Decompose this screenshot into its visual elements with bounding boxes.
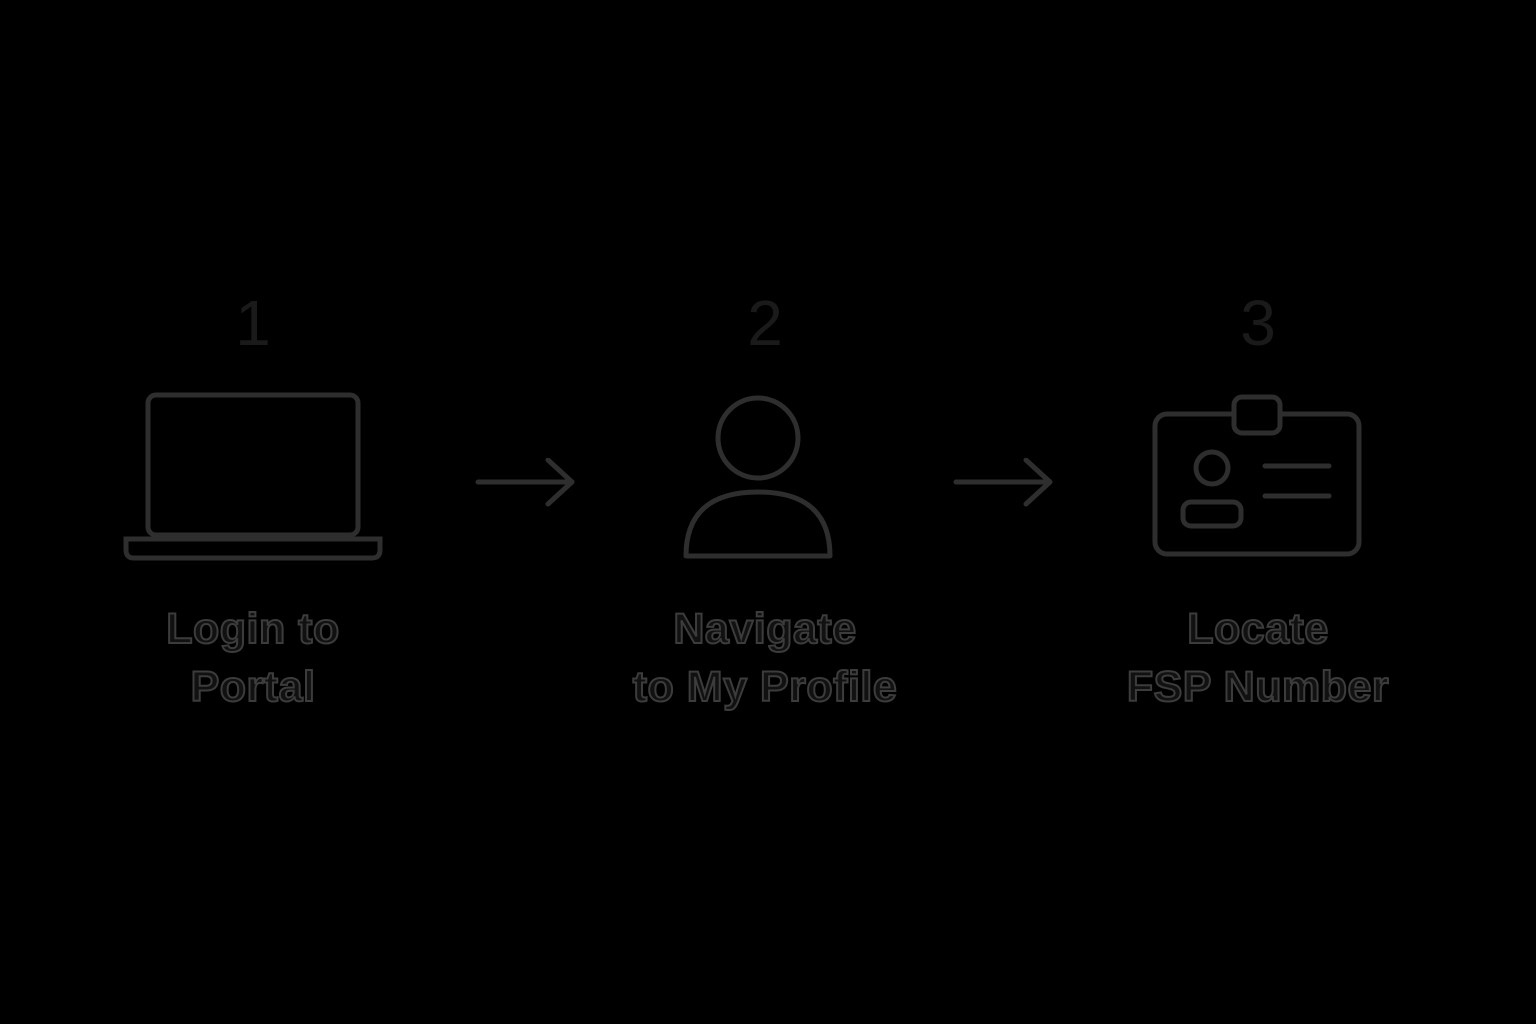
step-label: Locate FSP Number — [1058, 600, 1458, 716]
step-label-line: Navigate — [672, 604, 857, 654]
step-number: 3 — [1240, 287, 1276, 359]
step-label-line: Locate — [1186, 604, 1329, 654]
step-number: 1 — [235, 287, 271, 359]
step-number: 2 — [747, 287, 783, 359]
step-label-line: to My Profile — [632, 662, 898, 712]
step-label-line: FSP Number — [1126, 662, 1390, 712]
arrow-right-icon — [953, 458, 1053, 507]
arrow-right-icon — [475, 458, 575, 507]
user-icon — [565, 392, 965, 562]
step-3: 3 Locate FSP Number — [1058, 287, 1458, 712]
step-label-line: Portal — [190, 662, 316, 712]
id-card-icon — [1058, 392, 1458, 562]
step-label: Navigate to My Profile — [565, 600, 965, 716]
step-1: 1 Login to Portal — [53, 287, 453, 712]
step-label: Login to Portal — [53, 600, 453, 716]
step-2: 2 Navigate to My Profile — [565, 287, 965, 712]
laptop-icon — [53, 392, 453, 562]
step-label-line: Login to — [165, 604, 340, 654]
